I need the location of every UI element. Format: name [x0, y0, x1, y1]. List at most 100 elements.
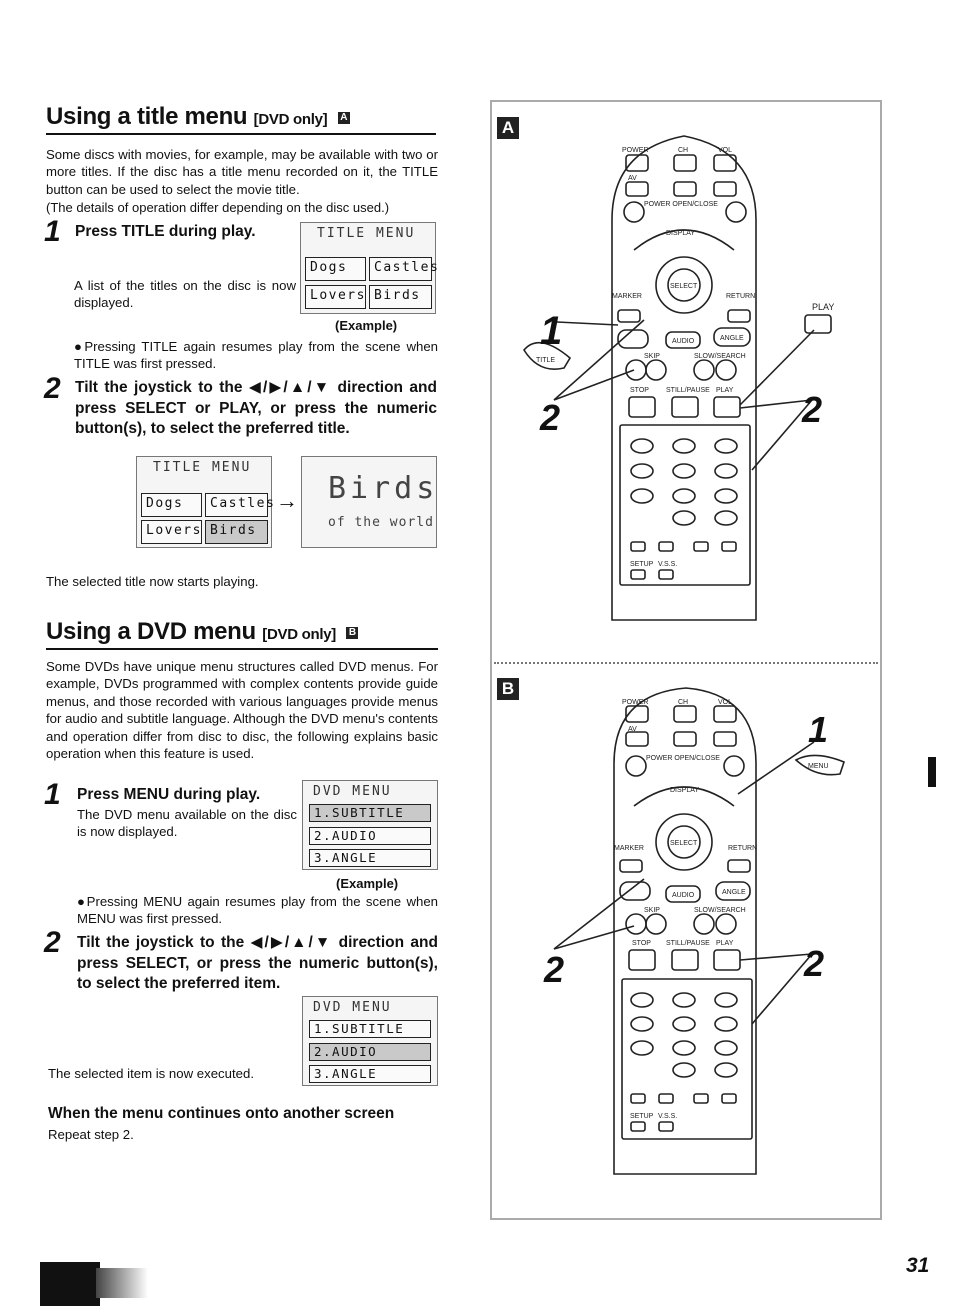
screen-caption: DVD MENU [313, 1000, 392, 1015]
cell-castles: Castles [205, 493, 274, 517]
display-label: DISPLAY [666, 230, 695, 237]
return-label: RETURN [726, 293, 755, 300]
vss-label: V.S.S. [658, 561, 677, 568]
ch-label: CH [678, 699, 688, 706]
cell-dogs: Dogs [141, 493, 202, 517]
birds-title: Birds [328, 471, 439, 506]
callout-2-b-right: 2 [803, 943, 824, 984]
callout-1-a: 1 [540, 309, 562, 353]
callout-1-b: 1 [808, 709, 828, 750]
screen-caption: TITLE MENU [153, 460, 252, 475]
skip-label: SKIP [644, 907, 660, 914]
setup-label: SETUP [630, 561, 654, 568]
vss-label: V.S.S. [658, 1113, 677, 1120]
display-label: DISPLAY [670, 787, 699, 794]
corner-mark-fade [96, 1268, 148, 1298]
title-bubble: TITLE [536, 357, 555, 364]
cell-birds: Birds [369, 285, 432, 309]
screen-caption: TITLE MENU [317, 226, 416, 241]
panel-ref-badge: B [346, 626, 359, 639]
dvd-step1-desc: The DVD menu available on the disc is no… [77, 807, 297, 840]
play-key-label: PLAY [716, 387, 734, 394]
panel-ref-badge: A [337, 111, 350, 124]
stop-label: STOP [630, 387, 649, 394]
example-label-2: (Example) [336, 876, 399, 891]
return-label: RETURN [728, 845, 757, 852]
step2-number: 2 [44, 372, 61, 405]
menu-item-audio: 2.AUDIO [309, 827, 431, 845]
select-label: SELECT [670, 840, 698, 847]
menu-item-subtitle: 1.SUBTITLE [309, 804, 431, 822]
dvd-step1-number: 1 [44, 778, 61, 811]
step1-text: Press TITLE during play. [75, 223, 256, 240]
menu-item-angle: 3.ANGLE [309, 849, 431, 867]
cell-lovers: Lovers [305, 285, 366, 309]
heading-small: [DVD only] [262, 626, 336, 643]
panel-label-b: B [497, 678, 519, 700]
angle-label: ANGLE [720, 335, 744, 342]
remote-a-drawing: POWER CH VOL AV POWER OPEN/CLOSE DISPLAY… [523, 135, 834, 621]
still-label: STILL/PAUSE [666, 387, 710, 394]
power-label: POWER [622, 147, 648, 154]
step1-number: 1 [44, 215, 61, 248]
panel-label-a: A [497, 117, 519, 139]
step1-desc: A list of the titles on the disc is now … [74, 278, 296, 311]
still-label: STILL/PAUSE [666, 940, 710, 947]
screen-caption: DVD MENU [313, 784, 392, 799]
dvd-after: The selected item is now executed. [48, 1066, 254, 1081]
power-label: POWER [622, 699, 648, 706]
play-callout-label: PLAY [812, 302, 834, 312]
page-number: 31 [906, 1254, 930, 1277]
av-label: AV [628, 175, 637, 182]
setup-label: SETUP [630, 1113, 654, 1120]
heading-text: Using a DVD menu [46, 618, 256, 645]
dvd-menu-screen-selected: DVD MENU 1.SUBTITLE 2.AUDIO 3.ANGLE [302, 996, 438, 1086]
dvd-menu-heading: Using a DVD menu [DVD only] B [46, 618, 438, 650]
title-intro-note: (The details of operation differ dependi… [46, 200, 390, 215]
skip-label: SKIP [644, 353, 660, 360]
stop-label: STOP [632, 940, 651, 947]
cell-castles: Castles [369, 257, 438, 281]
example-label-1: (Example) [335, 318, 398, 333]
title-intro: Some discs with movies, for example, may… [46, 147, 438, 197]
angle-label: ANGLE [722, 889, 746, 896]
marker-label: MARKER [612, 293, 642, 300]
ch-label: CH [678, 147, 688, 154]
audio-label: AUDIO [672, 892, 695, 899]
callout-2-a-right: 2 [801, 389, 822, 430]
step1-bullet: ●Pressing TITLE again resumes play from … [74, 339, 438, 372]
vol-label: VOL [718, 147, 732, 154]
vol-label: VOL [718, 699, 732, 706]
select-label: SELECT [670, 283, 698, 290]
slow-label: SLOW/SEARCH [694, 907, 746, 914]
heading-text: Using a title menu [46, 103, 248, 130]
dvd-step1-bullet: ●Pressing MENU again resumes play from t… [77, 894, 438, 927]
remote-illustration-panel [490, 100, 882, 1220]
marker-label: MARKER [614, 845, 644, 852]
power-openclose-label: POWER OPEN/CLOSE [646, 755, 720, 762]
title-menu-screen: TITLE MENU Dogs Castles Lovers Birds [300, 222, 438, 314]
menu-bubble: MENU [808, 763, 829, 770]
dvd-menu-screen: DVD MENU 1.SUBTITLE 2.AUDIO 3.ANGLE [302, 780, 438, 870]
page-tab-marker [928, 757, 936, 787]
audio-label: AUDIO [672, 338, 695, 345]
dvd-step1-text: Press MENU during play. [77, 786, 261, 803]
continue-text: Repeat step 2. [48, 1127, 134, 1142]
dvd-step2-number: 2 [44, 926, 61, 959]
arrow-right-icon: → [276, 488, 298, 513]
av-label: AV [628, 726, 637, 733]
title-menu-heading: Using a title menu [DVD only] A [46, 103, 436, 135]
cell-dogs: Dogs [305, 257, 366, 281]
panel-divider [494, 662, 878, 664]
callout-2-a-left: 2 [539, 397, 560, 438]
dvd-step2-text: Tilt the joystick to the ◀/▶/▲/▼ directi… [77, 934, 438, 992]
step2-text: Tilt the joystick to the ◀/▶/▲/▼ directi… [75, 379, 437, 437]
corner-mark [40, 1262, 100, 1306]
heading-small: [DVD only] [253, 111, 328, 128]
cell-lovers: Lovers [141, 520, 202, 544]
remote-b-drawing: POWER CH VOL AV POWER OPEN/CLOSE DISPLAY… [543, 687, 845, 1175]
title-playing-screen: Birds of the world [301, 456, 437, 548]
menu-item-audio-highlighted: 2.AUDIO [309, 1043, 431, 1061]
dvd-intro: Some DVDs have unique menu structures ca… [46, 659, 438, 762]
slow-label: SLOW/SEARCH [694, 353, 746, 360]
